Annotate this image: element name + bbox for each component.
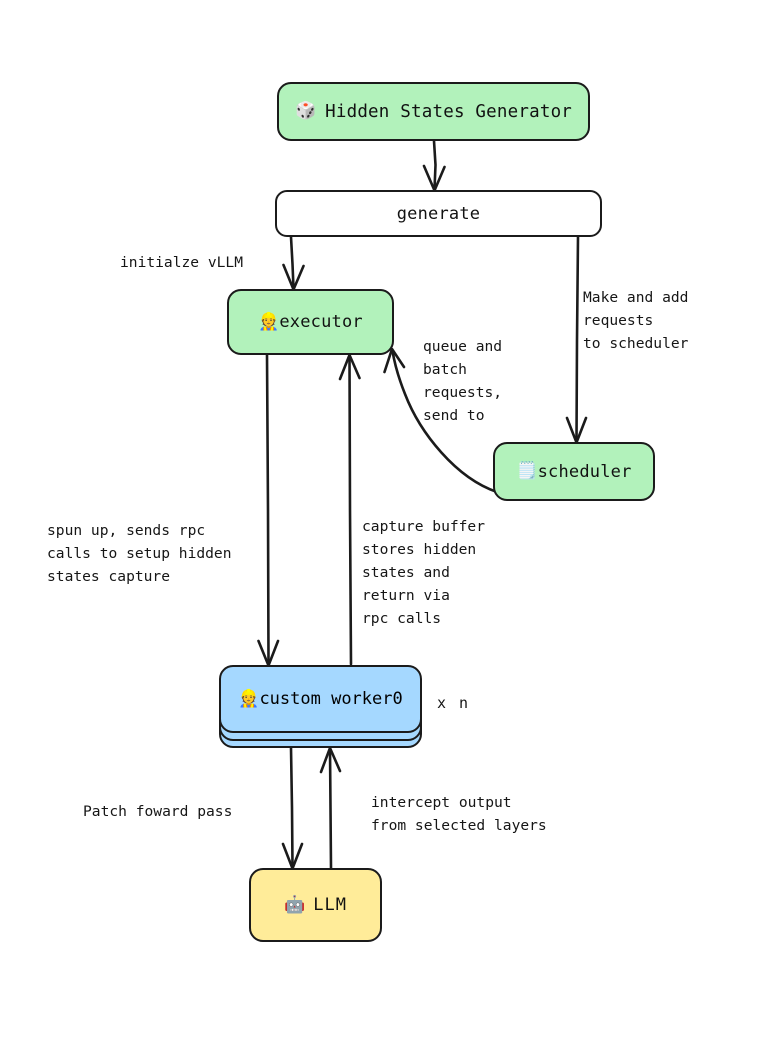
game-die-icon: 🎲 xyxy=(294,101,317,121)
node-llm[interactable]: 🤖 LLM xyxy=(249,868,382,942)
node-custom-worker0-label: custom worker0 xyxy=(259,689,403,709)
edge-scheduler-to-executor xyxy=(383,347,499,494)
construction-worker-icon: 👷 xyxy=(238,689,260,709)
node-hidden-states-generator[interactable]: 🎲 Hidden States Generator xyxy=(277,82,590,141)
spiral-notepad-icon: 🗒️ xyxy=(516,461,538,481)
node-hidden-states-generator-label: Hidden States Generator xyxy=(325,101,573,122)
node-executor-label: executor xyxy=(279,312,363,332)
edge-label-patch-forward-pass: Patch foward pass xyxy=(83,803,233,820)
worker-stack-layer-front[interactable]: 👷 custom worker0 xyxy=(219,665,422,733)
node-generate-label: generate xyxy=(396,203,481,224)
node-executor[interactable]: 👷 executor xyxy=(227,289,394,355)
robot-icon: 🤖 xyxy=(284,894,306,915)
edge-label-make-add-requests: Make and add requests to scheduler xyxy=(583,289,689,352)
edge-executor-to-worker xyxy=(257,353,280,667)
edge-label-intercept-output: intercept output from selected layers xyxy=(371,794,547,834)
edge-llm-to-worker xyxy=(319,746,342,870)
edge-label-spun-up-rpc-calls: spun up, sends rpc calls to setup hidden… xyxy=(47,522,232,585)
edge-label-queue-batch-requests: queue and batch requests, send to xyxy=(423,338,503,424)
edge-generate-to-executor xyxy=(282,235,305,291)
edge-label-initialize-vllm: initialze vLLM xyxy=(120,254,244,271)
edge-generator-to-generate xyxy=(422,139,446,192)
node-generate[interactable]: generate xyxy=(275,190,602,237)
edge-worker-to-llm xyxy=(281,746,304,870)
edge-label-capture-buffer: capture buffer stores hidden states and … xyxy=(362,518,486,627)
node-scheduler[interactable]: 🗒️ scheduler xyxy=(493,442,655,501)
edge-worker-to-executor xyxy=(338,353,361,666)
construction-worker-icon: 👷 xyxy=(258,311,280,332)
worker-multiplicity-label: x n xyxy=(437,694,471,712)
node-custom-worker0[interactable]: 👷 custom worker0 xyxy=(219,665,422,748)
node-scheduler-label: scheduler xyxy=(537,461,632,482)
node-llm-label: LLM xyxy=(313,895,347,915)
